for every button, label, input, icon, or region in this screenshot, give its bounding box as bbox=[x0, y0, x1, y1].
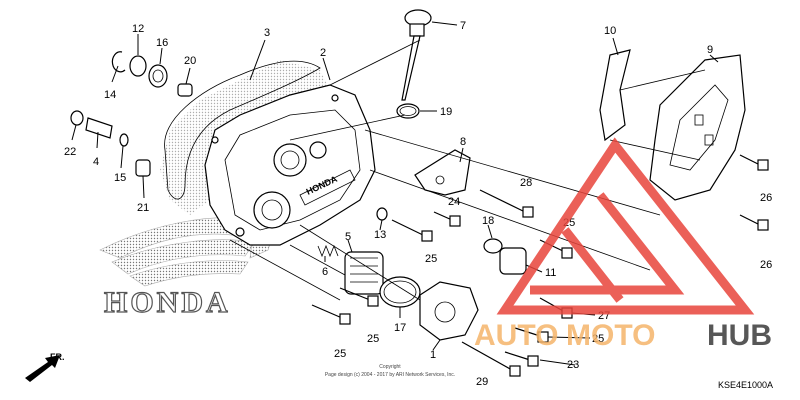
washer-15 bbox=[119, 133, 129, 147]
filter-cover-1 bbox=[419, 281, 479, 341]
leader-lines bbox=[71, 21, 719, 366]
callout-16: 16 bbox=[156, 37, 168, 49]
callout-28: 28 bbox=[520, 177, 532, 189]
callout-25-d: 25 bbox=[367, 333, 379, 345]
callout-5: 5 bbox=[345, 231, 351, 243]
bolt-25-a bbox=[421, 230, 433, 242]
watermark-hub: HUB bbox=[707, 319, 772, 352]
bolt-25-b bbox=[561, 247, 573, 259]
bolt-26-a bbox=[757, 159, 769, 171]
bolt-25-e bbox=[339, 313, 351, 325]
callout-2: 2 bbox=[320, 47, 326, 59]
o-ring-17 bbox=[379, 276, 421, 308]
callout-13: 13 bbox=[374, 229, 386, 241]
callout-14: 14 bbox=[104, 89, 116, 101]
o-ring-18 bbox=[483, 238, 503, 254]
callout-26-b: 26 bbox=[760, 259, 772, 271]
honda-wing-logo: HONDA bbox=[99, 199, 283, 320]
sprocket-cover-9 bbox=[649, 54, 746, 201]
assembly-lines bbox=[229, 39, 706, 301]
callout-6: 6 bbox=[322, 266, 328, 278]
callout-15: 15 bbox=[114, 172, 126, 184]
watermark-moto: MOTO bbox=[566, 319, 655, 352]
callout-12: 12 bbox=[132, 23, 144, 35]
bolt-26-b bbox=[757, 219, 769, 231]
bolt-29 bbox=[509, 365, 521, 377]
callout-25-c: 25 bbox=[592, 333, 604, 345]
callout-25-e: 25 bbox=[334, 348, 346, 360]
callout-24: 24 bbox=[448, 196, 460, 208]
honda-wordmark: HONDA bbox=[104, 286, 231, 319]
callout-18: 18 bbox=[482, 215, 494, 227]
callout-1: 1 bbox=[430, 349, 436, 361]
callout-17: 17 bbox=[394, 322, 406, 334]
callout-25-a: 25 bbox=[425, 253, 437, 265]
copyright-line1: Copyright bbox=[379, 364, 401, 370]
callout-22: 22 bbox=[64, 146, 76, 158]
callout-labels: 1 2 3 4 5 6 7 8 9 10 11 12 13 14 15 16 1… bbox=[64, 20, 772, 388]
callout-20: 20 bbox=[184, 55, 196, 67]
nut-22 bbox=[70, 110, 84, 126]
circlip-14 bbox=[111, 51, 126, 73]
callout-11: 11 bbox=[545, 267, 556, 279]
callout-23: 23 bbox=[567, 359, 579, 371]
callout-4: 4 bbox=[93, 156, 99, 168]
seal-16 bbox=[148, 64, 168, 88]
callout-26-a: 26 bbox=[760, 192, 772, 204]
collar-21 bbox=[135, 159, 151, 177]
front-arrow-icon: FR. bbox=[25, 352, 65, 382]
dowel-20 bbox=[177, 83, 193, 97]
bolt-24 bbox=[449, 215, 461, 227]
callout-21: 21 bbox=[137, 202, 149, 214]
callout-29: 29 bbox=[476, 376, 488, 388]
oil-filter-5 bbox=[344, 251, 384, 295]
oil-dipstick-7 bbox=[401, 9, 432, 101]
plate-10 bbox=[599, 49, 631, 142]
callout-8: 8 bbox=[460, 136, 466, 148]
damper-11 bbox=[499, 247, 527, 275]
gasket-3 bbox=[164, 60, 321, 200]
copyright-line2: Page design (c) 2004 - 2017 by ARI Netwo… bbox=[325, 372, 455, 378]
callout-19: 19 bbox=[440, 106, 452, 118]
shaft-4 bbox=[85, 117, 113, 139]
callout-7: 7 bbox=[460, 20, 466, 32]
automotohub-watermark: AUTO MOTO HUB bbox=[474, 137, 772, 352]
bolt-25-d bbox=[367, 295, 379, 307]
front-label: FR. bbox=[50, 352, 65, 362]
crankcase-cover-2: HONDA bbox=[204, 84, 376, 246]
callout-9: 9 bbox=[707, 44, 713, 56]
bracket-8 bbox=[414, 149, 471, 196]
bolt-28 bbox=[522, 206, 534, 218]
washer-12 bbox=[129, 55, 147, 77]
washer-13 bbox=[376, 207, 388, 221]
watermark-triangle-icon bbox=[496, 137, 755, 315]
callout-10: 10 bbox=[604, 25, 616, 37]
watermark-auto: AUTO bbox=[474, 319, 558, 352]
spring-6 bbox=[317, 244, 339, 258]
diagram-code: KSE4E1000A bbox=[718, 380, 773, 390]
callout-3: 3 bbox=[264, 27, 270, 39]
bolt-23 bbox=[527, 355, 539, 367]
